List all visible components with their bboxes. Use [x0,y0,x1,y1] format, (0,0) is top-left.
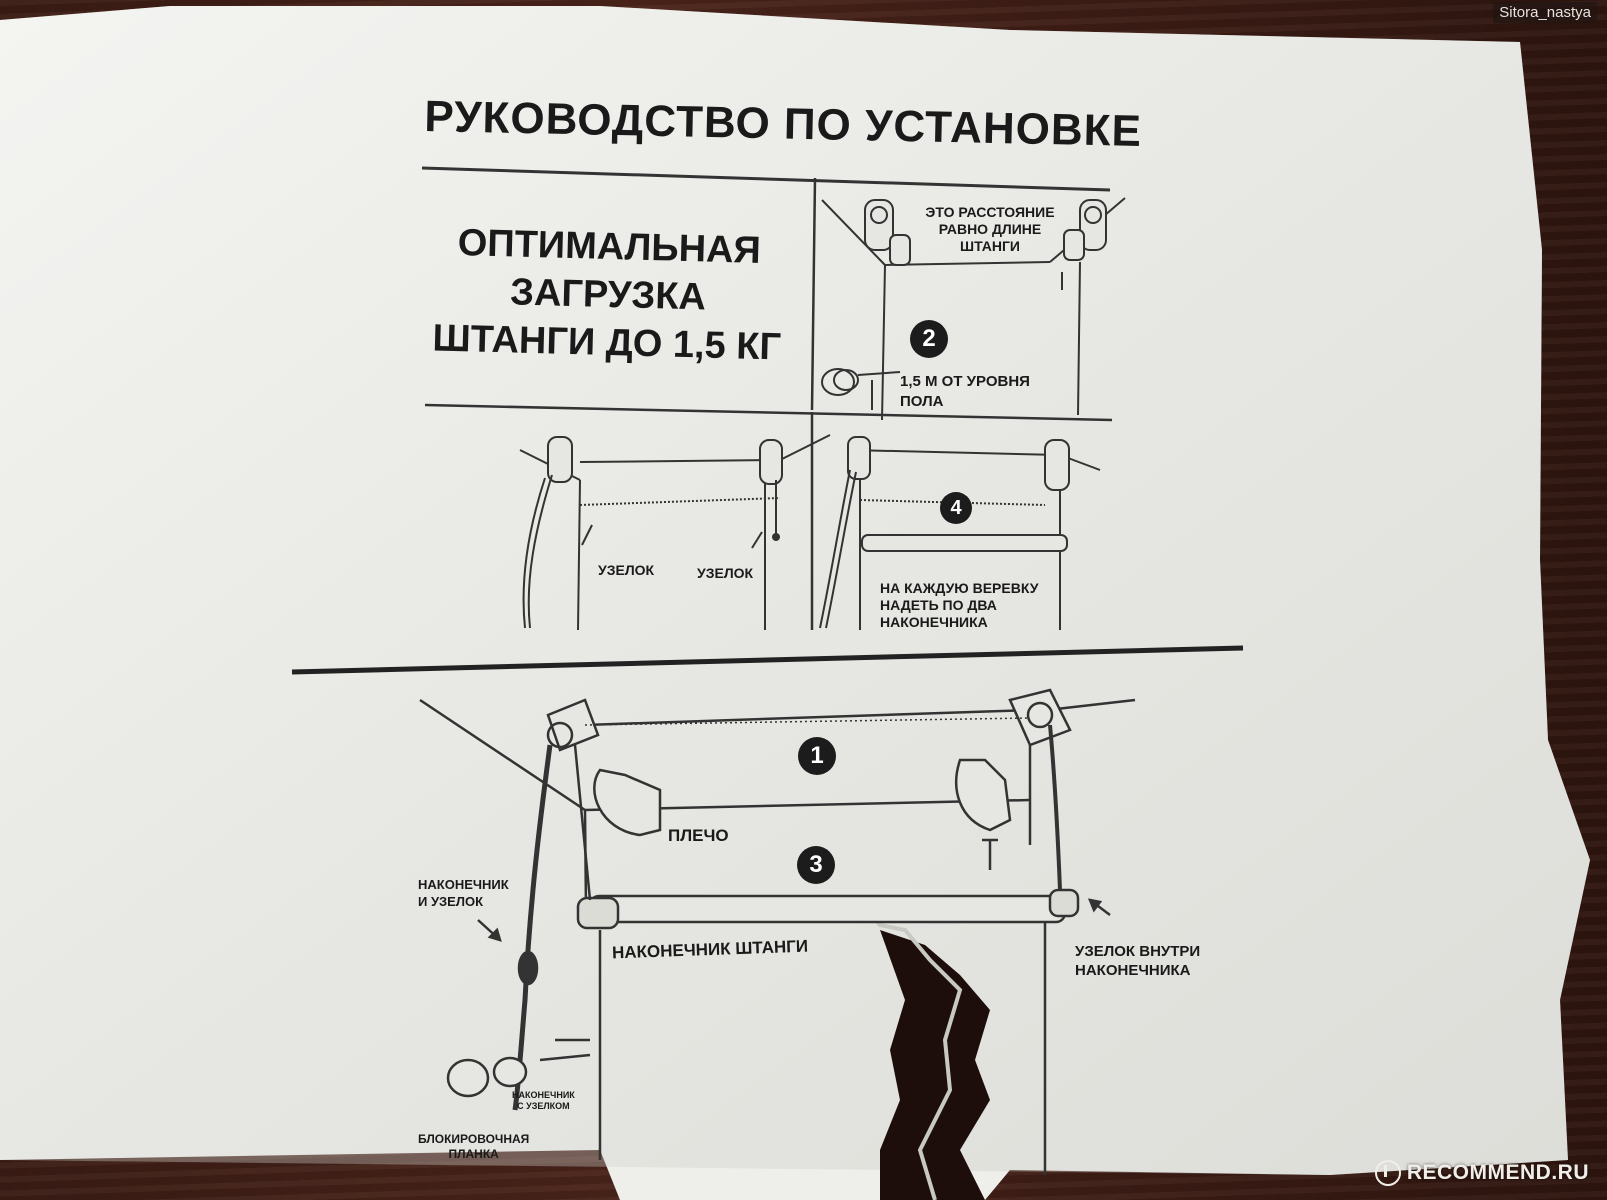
lock-plate-line-2: ПЛАНКА [448,1147,499,1161]
step-2-line-2: ПОЛА [900,393,944,410]
torn-hole [880,930,990,1200]
optimal-line-3: ШТАНГИ ДО 1,5 КГ [431,317,782,369]
panel-knots-drawing [519,434,831,631]
optimal-load-heading: ОПТИМАЛЬНАЯ ЗАГРУЗКА ШТАНГИ ДО 1,5 КГ [416,218,800,372]
knot-label-left: УЗЕЛОК [598,562,655,578]
tip-with-knot-line-1: НАКОНЕЧНИК [512,1090,575,1100]
step-4-badge: 4 [940,492,972,524]
step-2-line-1: 1,5 М ОТ УРОВНЯ [900,373,1030,390]
distance-line-2: РАВНО ДЛИНЕ [938,221,1042,237]
lock-plate-label: БЛОКИРОВОЧНАЯ ПЛАНКА [418,1132,529,1162]
knot-inside-label: УЗЕЛОК ВНУТРИ НАКОНЕЧНИКА [1075,942,1200,980]
knot-inside-line-2: НАКОНЕЧНИКА [1075,962,1191,979]
lock-plate-line-1: БЛОКИРОВОЧНАЯ [418,1132,530,1146]
tip-with-knot-label: НАКОНЕЧНИК С УЗЕЛКОМ [512,1090,575,1112]
tip-and-knot-line-2: И УЗЕЛОК [418,894,484,909]
shoulder-label: ПЛЕЧО [668,826,729,845]
site-watermark: RECOMMEND.RU [1374,1160,1589,1186]
step-3-badge: 3 [797,846,835,884]
tip-with-knot-line-2: С УЗЕЛКОМ [517,1101,570,1111]
main-installation-drawing [419,688,1136,1175]
step-4-line-1: НА КАЖДУЮ ВЕРЕВКУ [880,580,1039,596]
optimal-line-1: ОПТИМАЛЬНАЯ [457,222,762,272]
step-1-badge: 1 [798,737,836,775]
distance-line-3: ШТАНГИ [960,238,1020,254]
knot-inside-line-1: УЗЕЛОК ВНУТРИ [1075,943,1201,960]
tip-and-knot-line-1: НАКОНЕЧНИК [418,877,509,892]
step-2-note: 1,5 М ОТ УРОВНЯ ПОЛА [900,372,1030,412]
step-4-line-2: НАДЕТЬ ПО ДВА [880,597,997,613]
step-2-badge: 2 [910,320,948,358]
tip-and-knot-label: НАКОНЕЧНИК И УЗЕЛОК [418,876,509,910]
site-watermark-text: RECOMMEND.RU [1406,1161,1589,1184]
step-4-note: НА КАЖДУЮ ВЕРЕВКУ НАДЕТЬ ПО ДВА НАКОНЕЧН… [880,580,1038,631]
author-watermark: Sitora_nastya [1493,2,1597,23]
distance-note: ЭТО РАССТОЯНИЕ РАВНО ДЛИНЕ ШТАНГИ [915,204,1065,255]
recommend-logo-icon [1374,1160,1401,1186]
distance-line-1: ЭТО РАССТОЯНИЕ [925,204,1055,220]
knot-label-right: УЗЕЛОК [697,565,754,581]
step-4-line-3: НАКОНЕЧНИКА [880,614,988,630]
panel-distance-drawing [821,197,1126,421]
